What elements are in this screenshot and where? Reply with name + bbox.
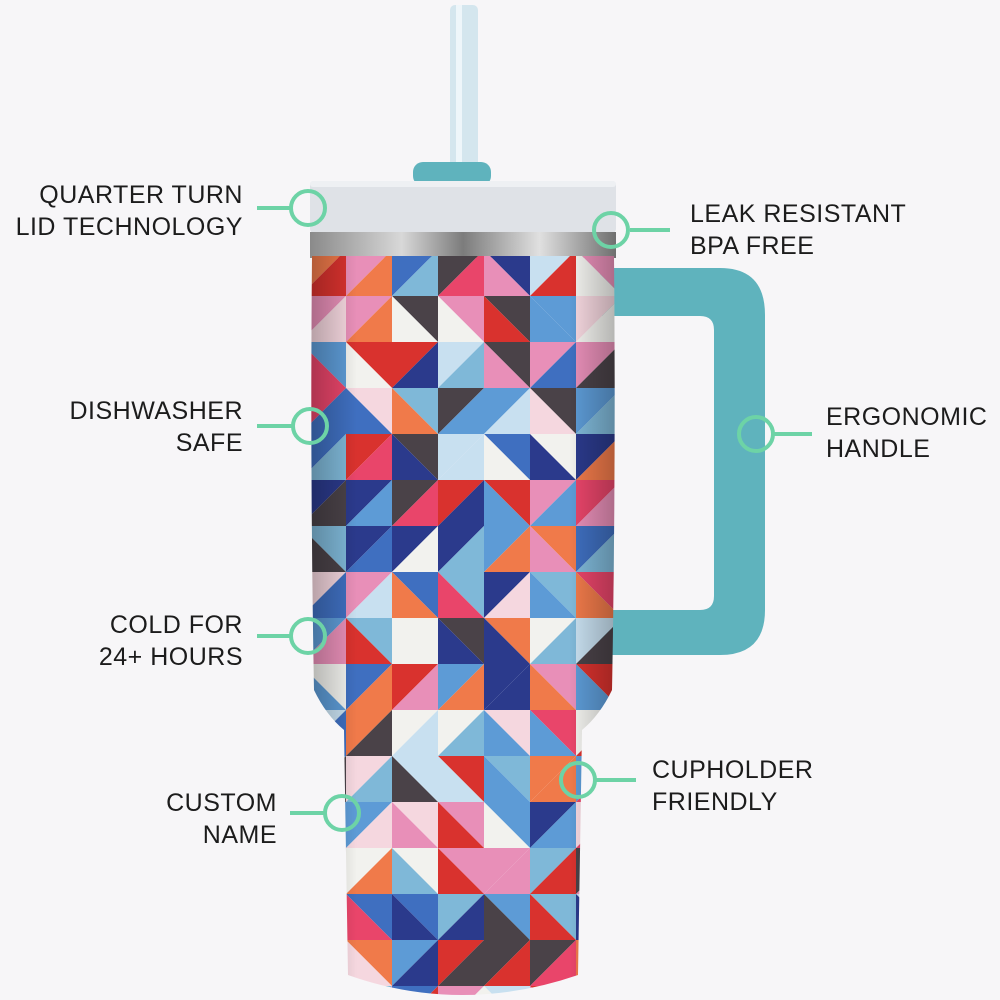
patch-triangle bbox=[622, 848, 668, 894]
callout-text: HANDLE bbox=[826, 435, 931, 463]
patch-triangle bbox=[622, 388, 668, 434]
patch-triangle bbox=[622, 342, 668, 388]
patch-triangle bbox=[622, 664, 668, 710]
callout-marker bbox=[737, 415, 775, 453]
callout-text: COLD FOR bbox=[109, 611, 243, 639]
callout-marker bbox=[559, 761, 597, 799]
callout-leak-resistant: LEAK RESISTANT BPA FREE bbox=[690, 198, 906, 262]
callout-line bbox=[596, 778, 636, 782]
steel-rim bbox=[310, 232, 616, 258]
callout-text: QUARTER TURN bbox=[39, 181, 243, 209]
callout-text: FRIENDLY bbox=[652, 788, 778, 816]
callout-text: DISHWASHER bbox=[69, 397, 243, 425]
patch-triangle bbox=[622, 342, 668, 388]
patch-triangle bbox=[311, 940, 346, 986]
patch-triangle bbox=[311, 848, 346, 894]
patch-triangle bbox=[346, 986, 392, 995]
patch-triangle bbox=[311, 848, 346, 894]
patch-triangle bbox=[311, 986, 346, 995]
patch-triangle bbox=[311, 940, 346, 986]
patch-triangle bbox=[622, 710, 668, 756]
patch-triangle bbox=[311, 894, 346, 940]
callout-text: SAFE bbox=[175, 429, 243, 457]
patch-triangle bbox=[622, 388, 668, 434]
patch-triangle bbox=[622, 526, 668, 572]
patch-triangle bbox=[622, 664, 668, 710]
patch-triangle bbox=[622, 480, 668, 526]
callout-line bbox=[257, 424, 295, 428]
callout-line bbox=[257, 634, 293, 638]
patch-triangle bbox=[622, 480, 668, 526]
callout-cupholder-friendly: CUPHOLDER FRIENDLY bbox=[652, 754, 813, 818]
patch-triangle bbox=[622, 710, 668, 756]
callout-marker bbox=[289, 617, 327, 655]
patch-triangle bbox=[346, 986, 392, 995]
patch-triangle bbox=[576, 986, 615, 995]
callout-custom-name: CUSTOM NAME bbox=[166, 787, 277, 851]
callout-text: LEAK RESISTANT bbox=[690, 200, 907, 228]
callout-text: CUPHOLDER bbox=[652, 756, 814, 784]
patch-triangle bbox=[576, 848, 615, 894]
patch-triangle bbox=[622, 940, 668, 986]
callout-line bbox=[630, 228, 670, 232]
callout-text: 24+ HOURS bbox=[98, 643, 243, 671]
patch-triangle bbox=[622, 986, 668, 1000]
patch-triangle bbox=[576, 894, 615, 940]
patch-triangle bbox=[622, 526, 668, 572]
patch-triangle bbox=[530, 986, 576, 995]
callout-dishwasher-safe: DISHWASHER SAFE bbox=[69, 395, 243, 459]
patch-triangle bbox=[576, 986, 615, 995]
patch-triangle bbox=[622, 434, 668, 480]
callout-cold-24-hours: COLD FOR 24+ HOURS bbox=[99, 609, 243, 673]
callout-line bbox=[290, 811, 326, 815]
callout-marker bbox=[289, 189, 327, 227]
callout-ergonomic-handle: ERGONOMIC HANDLE bbox=[826, 401, 987, 465]
straw bbox=[450, 5, 478, 175]
patch-triangle bbox=[622, 940, 668, 986]
patch-triangle bbox=[622, 986, 668, 1000]
callout-line bbox=[774, 432, 812, 436]
patch-triangle bbox=[576, 848, 615, 894]
callout-marker bbox=[592, 211, 630, 249]
callout-line bbox=[257, 206, 293, 210]
patch-triangle bbox=[622, 894, 668, 940]
callout-quarter-turn-lid: QUARTER TURN LID TECHNOLOGY bbox=[16, 179, 243, 243]
straw-cap bbox=[413, 162, 491, 186]
callout-marker bbox=[323, 794, 361, 832]
callout-text: ERGONOMIC bbox=[826, 403, 988, 431]
callout-marker bbox=[291, 407, 329, 445]
patch-triangle bbox=[622, 848, 668, 894]
handle bbox=[600, 268, 765, 655]
patch-triangle bbox=[576, 940, 615, 986]
patch-triangle bbox=[530, 986, 576, 995]
patch-triangle bbox=[576, 802, 615, 848]
patch-triangle bbox=[622, 434, 668, 480]
patch-triangle bbox=[576, 894, 615, 940]
patch-triangle bbox=[576, 802, 615, 848]
patch-triangle bbox=[311, 986, 346, 995]
callout-text: NAME bbox=[202, 821, 277, 849]
callout-text: CUSTOM bbox=[166, 789, 277, 817]
patch-triangle bbox=[311, 894, 346, 940]
lid bbox=[310, 181, 616, 233]
patch-triangle bbox=[622, 894, 668, 940]
patch-triangle bbox=[576, 940, 615, 986]
callout-text: BPA FREE bbox=[690, 232, 815, 260]
callout-text: LID TECHNOLOGY bbox=[15, 213, 243, 241]
